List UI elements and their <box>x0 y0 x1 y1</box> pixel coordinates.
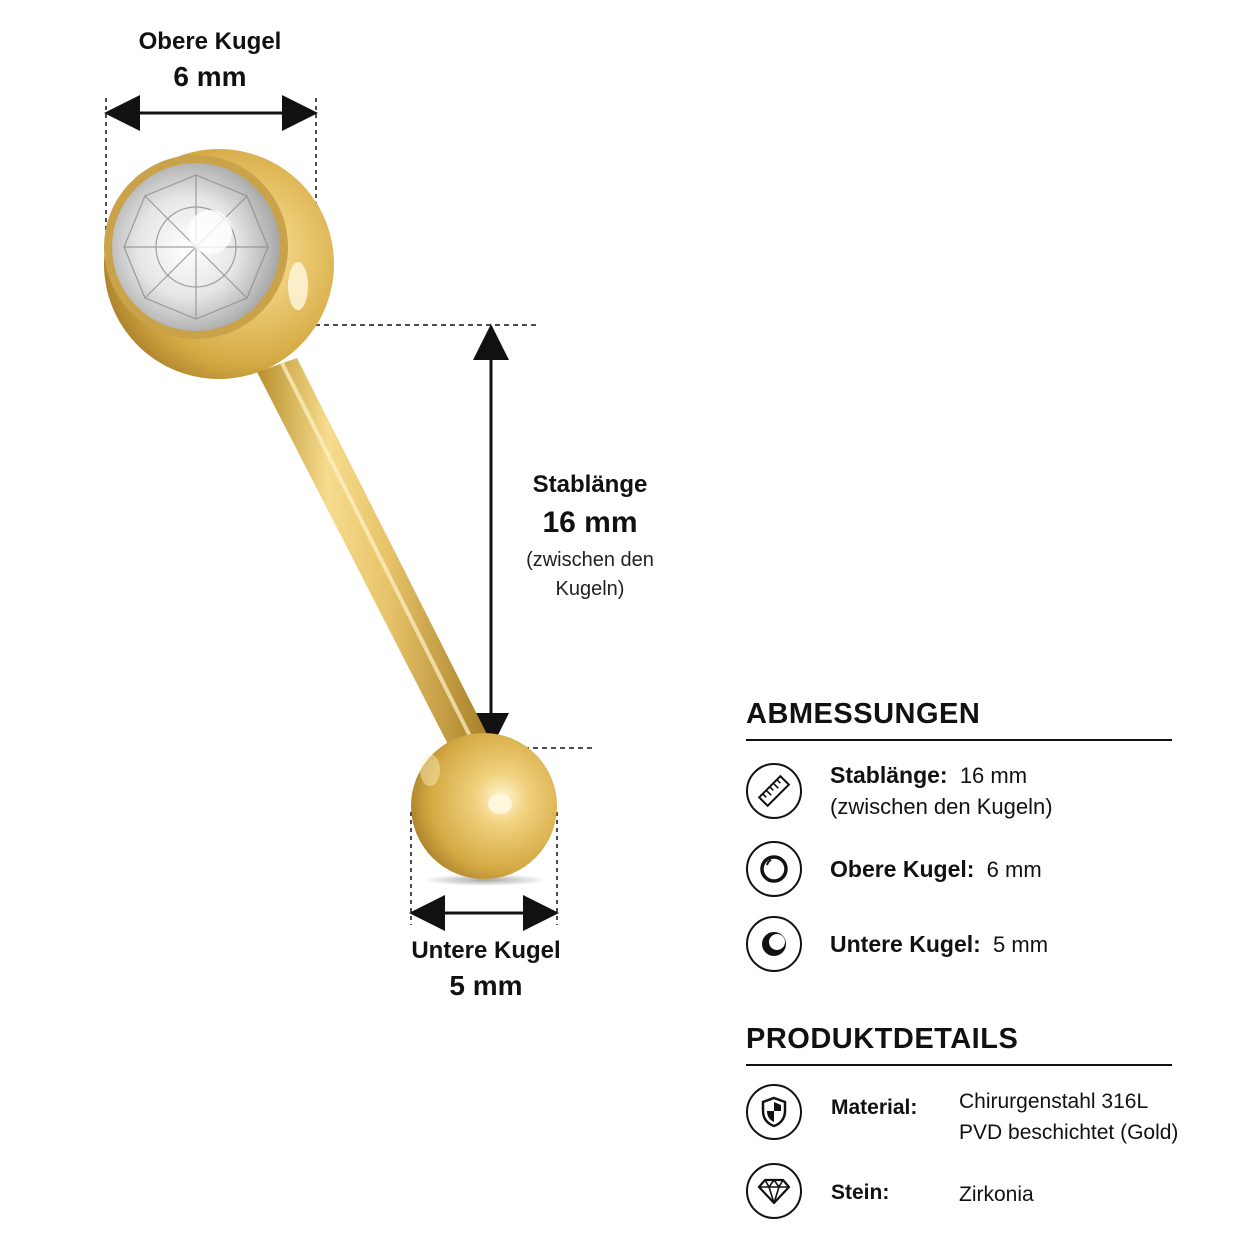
spec-label-top-ball: Obere Kugel: <box>830 855 975 882</box>
spec-label-bottom-ball: Untere Kugel: <box>830 930 981 957</box>
detail-row-stone: Stein: Zirkonia <box>746 1163 1176 1225</box>
bar-length-callout: Stablänge 16 mm (zwischen den Kugeln) <box>480 470 700 604</box>
barbell-bar <box>257 358 494 760</box>
abmessungen-title: ABMESSUNGEN <box>746 698 1172 741</box>
ball-outline-icon <box>746 841 802 897</box>
bottom-ball-callout-value: 5 mm <box>449 970 523 1001</box>
detail-value-material-line2: PVD beschichtet (Gold) <box>959 1121 1179 1144</box>
bottom-ball <box>411 733 557 879</box>
spec-text-bottom-ball: Untere Kugel: 5 mm <box>830 929 1048 960</box>
spec-row-top-ball: Obere Kugel: 6 mm <box>746 841 1042 897</box>
spec-label-bar-length: Stablänge: <box>830 762 948 788</box>
diamond-icon <box>746 1163 802 1219</box>
spec-value-top-ball: 6 mm <box>986 856 1042 882</box>
detail-value-stone: Zirkonia <box>959 1183 1034 1206</box>
spec-value-bottom-ball: 5 mm <box>993 931 1049 957</box>
bottom-ball-callout: Untere Kugel 5 mm <box>386 936 586 1006</box>
bottom-ball-dimension-lines <box>409 812 559 931</box>
top-ball-dimension-lines <box>104 95 318 232</box>
spec-note-bar-length: (zwischen den Kugeln) <box>830 794 1053 819</box>
top-ball-callout: Obere Kugel 6 mm <box>110 27 310 97</box>
ball-crescent-icon <box>746 916 802 972</box>
spec-value-bar-length: 16 mm <box>959 763 1028 788</box>
detail-value-material: Chirurgenstahl 316L PVD beschichtet (Gol… <box>959 1086 1219 1148</box>
spec-text-top-ball: Obere Kugel: 6 mm <box>830 854 1042 885</box>
ruler-icon <box>746 763 802 819</box>
shield-icon <box>746 1084 802 1140</box>
top-ball-callout-value: 6 mm <box>173 61 247 92</box>
produktdetails-title: PRODUKTDETAILS <box>746 1023 1172 1066</box>
spec-row-bottom-ball: Untere Kugel: 5 mm <box>746 916 1048 972</box>
detail-label-stone: Stein: <box>831 1181 890 1204</box>
detail-value-material-line1: Chirurgenstahl 316L <box>959 1090 1149 1113</box>
spec-row-bar-length: Stablänge: 16 mm (zwischen den Kugeln) <box>746 760 1053 822</box>
bar-length-callout-label: Stablänge <box>532 471 648 498</box>
bottom-ball-callout-label: Untere Kugel <box>411 937 561 964</box>
bar-length-callout-value: 16 mm <box>542 506 638 539</box>
bar-length-callout-note-2: Kugeln) <box>555 578 625 600</box>
spec-text-bar-length: Stablänge: 16 mm (zwischen den Kugeln) <box>830 760 1053 822</box>
detail-label-material: Material: <box>831 1096 918 1119</box>
detail-row-material: Material: Chirurgenstahl 316L PVD beschi… <box>746 1084 1178 1146</box>
top-ball-callout-label: Obere Kugel <box>138 28 282 55</box>
gem-stone <box>104 155 288 339</box>
bar-length-callout-note-1: (zwischen den <box>526 549 654 571</box>
